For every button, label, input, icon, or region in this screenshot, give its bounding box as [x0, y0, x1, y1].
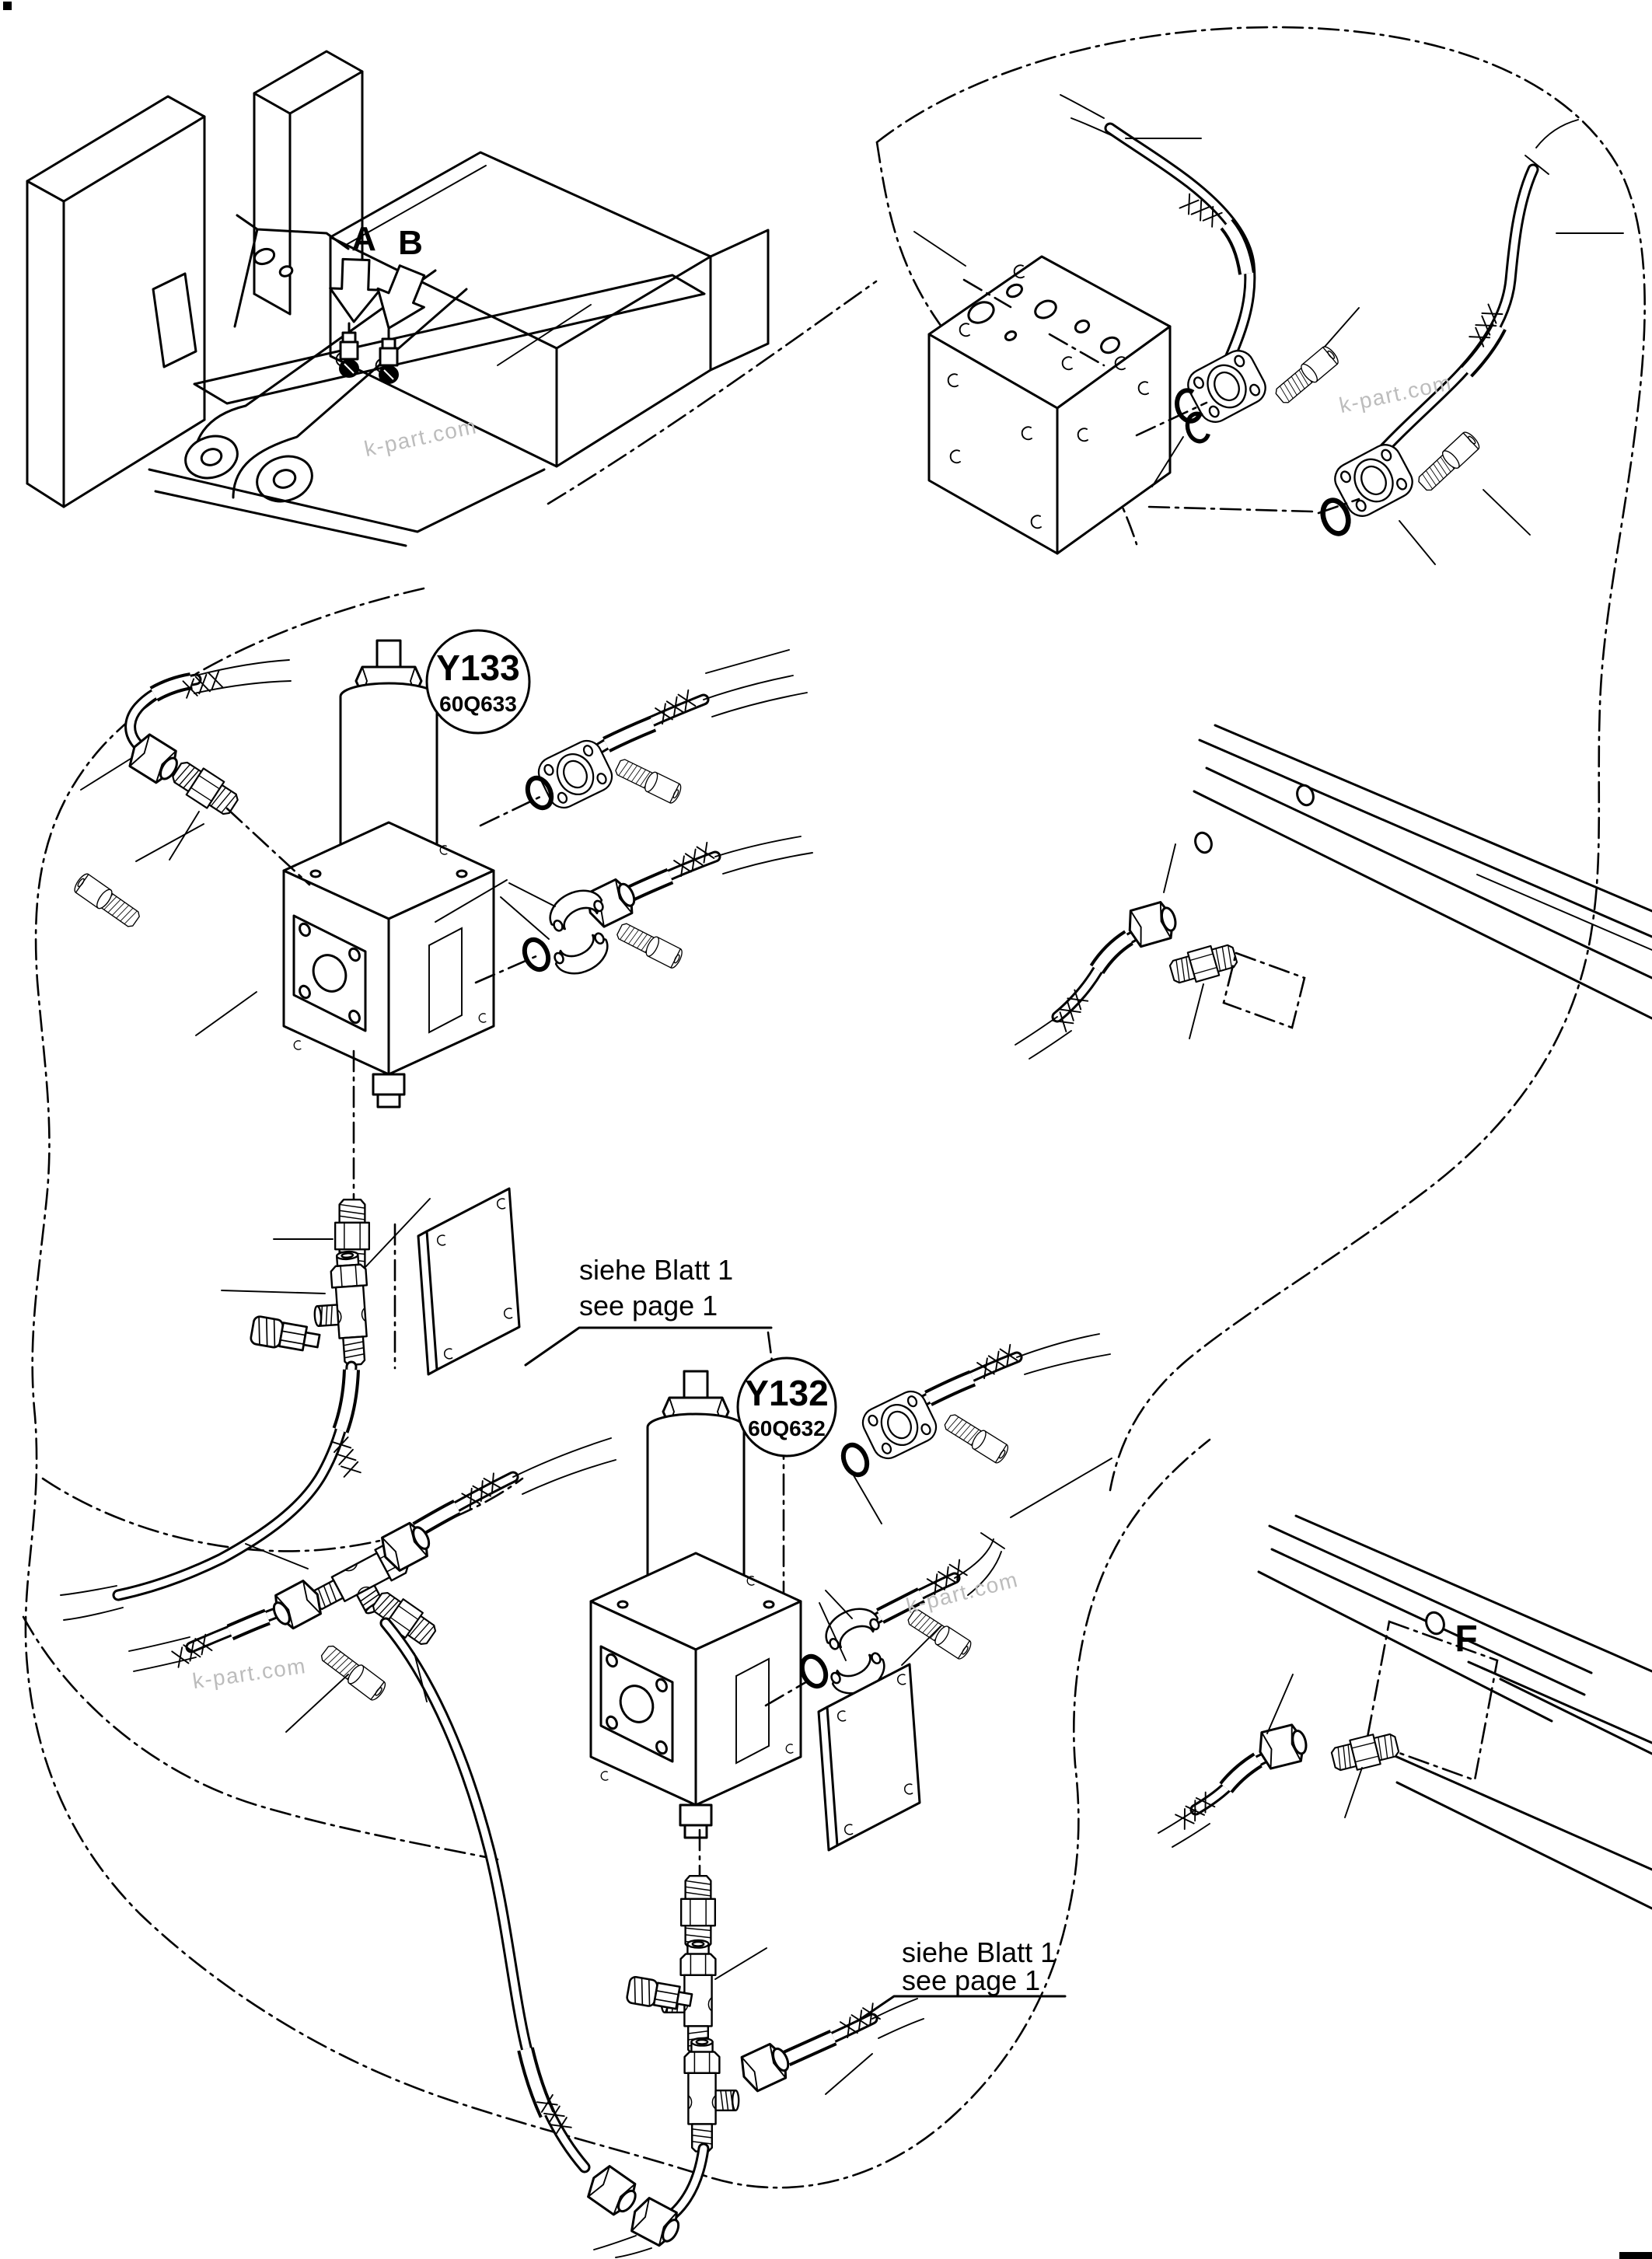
leader-lines [1163, 843, 1204, 1039]
tee-fitting [309, 1249, 374, 1368]
note-bottom-line2: see page 1 [902, 1964, 1040, 1996]
note-bottom-line1: siehe Blatt 1 [902, 1936, 1056, 1968]
label-position-a: A [351, 220, 376, 258]
manifold-block-group [913, 94, 1624, 565]
hose-nut [266, 1576, 328, 1634]
page-corner-mark [1619, 2252, 1652, 2259]
label-y132-code: 60Q632 [748, 1416, 826, 1440]
flange-bolt [941, 1410, 1011, 1466]
label-y133-code: 60Q633 [439, 692, 517, 716]
leader-lines [913, 138, 1624, 565]
label-view-f: F [1455, 1618, 1477, 1660]
cover-plate [418, 1189, 519, 1374]
watermark: k-part.com [904, 1567, 1021, 1618]
o-ring [520, 936, 553, 973]
flange-bolt [1414, 429, 1483, 495]
leader-lines [714, 1458, 1112, 2095]
note-top-line2: see page 1 [579, 1290, 718, 1322]
o-ring [839, 1441, 871, 1479]
watermark: k-part.com [191, 1653, 308, 1693]
view-f-rail-group [1158, 1514, 1652, 1910]
tee-fitting [683, 2037, 740, 2153]
flange-bolt [614, 920, 686, 971]
note-top-line1: siehe Blatt 1 [579, 1254, 733, 1286]
boundary-dash-loops [22, 26, 1646, 2189]
watermark: k-part.com [1337, 370, 1454, 417]
valve-y132-group [591, 1333, 1112, 2258]
leader-lines [1266, 1674, 1363, 1818]
leader-lines [245, 1543, 428, 1733]
label-y132: Y132 [745, 1373, 828, 1413]
callout-circle-y132 [736, 1356, 837, 1458]
arrow-a-icon [327, 257, 382, 324]
page-corner-mark [3, 2, 12, 10]
note-bottom-group [858, 1995, 1067, 2021]
valve-y133-group [60, 641, 813, 1621]
hose-nut [735, 2038, 796, 2095]
leader-lines [80, 649, 790, 1294]
lower-left-tee-group [128, 1437, 644, 2222]
cover-plate [819, 1664, 920, 1850]
label-y133: Y133 [436, 648, 519, 688]
watermark: k-part.com [362, 414, 479, 461]
adapter-fitting [167, 756, 243, 821]
split-flange-half [550, 930, 616, 983]
mounting-bolt [71, 871, 143, 931]
elbow-fitting-nut [582, 2161, 644, 2222]
callout-circle-y133 [425, 629, 531, 735]
pilot-valve-a-installed [335, 322, 361, 379]
mid-right-rail-group [1015, 724, 1652, 1060]
label-position-b: B [398, 224, 423, 262]
adapter-fitting [679, 1875, 717, 1950]
test-point-fitting [249, 1315, 323, 1356]
flange-bolt [613, 756, 684, 805]
flange-bolt [1272, 344, 1342, 407]
adapter-fitting [1329, 1728, 1402, 1776]
split-flange-half [818, 1599, 883, 1653]
machine-overview [26, 50, 770, 547]
